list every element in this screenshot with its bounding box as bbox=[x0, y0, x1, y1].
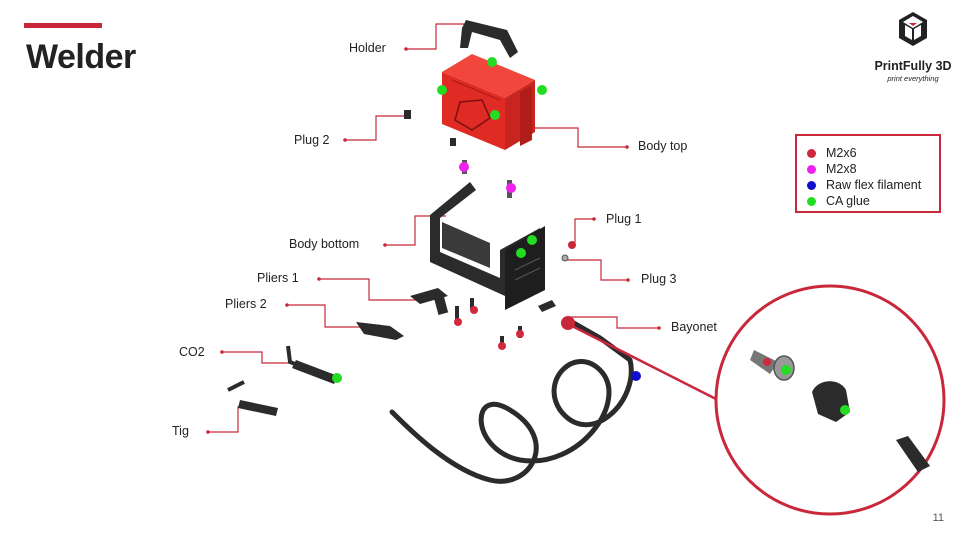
label-body-bottom: Body bottom bbox=[289, 237, 360, 251]
label-tig: Tig bbox=[172, 424, 189, 438]
label-plug-3: Plug 3 bbox=[641, 272, 677, 286]
leader-lines bbox=[208, 23, 659, 433]
pliers-1-part bbox=[410, 288, 449, 315]
ca-glue-markers bbox=[332, 57, 850, 415]
legend-label: CA glue bbox=[826, 194, 870, 208]
legend-swatch bbox=[807, 148, 816, 158]
plug-2-part bbox=[404, 110, 411, 119]
tig-part bbox=[227, 380, 278, 416]
title-accent-bar bbox=[24, 23, 102, 28]
m2x6-markers bbox=[454, 306, 771, 366]
plug-3-part bbox=[561, 254, 569, 262]
page-number: 11 bbox=[932, 512, 944, 524]
slide-title: Welder bbox=[26, 38, 136, 76]
zoom-connector bbox=[571, 324, 719, 402]
label-pliers-1: Pliers 1 bbox=[257, 271, 299, 285]
brand-name: PrintFully 3D bbox=[874, 59, 952, 73]
label-plug-1: Plug 1 bbox=[606, 212, 642, 226]
legend-swatch bbox=[807, 164, 816, 174]
body-bottom-part bbox=[430, 182, 545, 310]
leader-dots bbox=[206, 47, 661, 434]
pliers-2-part bbox=[356, 322, 404, 340]
cable-part bbox=[389, 319, 634, 484]
co2-part bbox=[286, 345, 338, 384]
legend-label: M2x6 bbox=[826, 146, 857, 160]
legend-swatch bbox=[807, 180, 816, 190]
label-body-top: Body top bbox=[638, 139, 688, 153]
label-bayonet: Bayonet bbox=[671, 320, 717, 334]
label-holder: Holder bbox=[349, 41, 386, 55]
legend-label: Raw flex filament bbox=[826, 178, 922, 192]
legend-item: M2x6 bbox=[807, 145, 939, 161]
label-pliers-2: Pliers 2 bbox=[225, 297, 267, 311]
brand-tagline: print everything bbox=[887, 74, 939, 83]
zoom-detail bbox=[714, 284, 946, 516]
flex-filament-marker bbox=[631, 371, 641, 381]
legend: M2x6 M2x8 Raw flex filament CA glue bbox=[795, 134, 941, 213]
m2x8-markers bbox=[459, 162, 516, 193]
legend-item: Raw flex filament bbox=[807, 177, 939, 193]
legend-label: M2x8 bbox=[826, 162, 857, 176]
cube-logo-icon bbox=[899, 12, 927, 46]
label-co2: CO2 bbox=[179, 345, 205, 359]
label-plug-2: Plug 2 bbox=[294, 133, 330, 147]
small-pin-part bbox=[450, 138, 456, 146]
legend-item: M2x8 bbox=[807, 161, 939, 177]
body-top-part bbox=[442, 54, 535, 150]
legend-item: CA glue bbox=[807, 193, 939, 209]
holder-part bbox=[460, 20, 518, 58]
brand-logo: PrintFully 3D print everything bbox=[866, 10, 960, 83]
legend-swatch bbox=[807, 196, 816, 206]
plug-1-part bbox=[568, 241, 576, 249]
bayonet-part bbox=[561, 316, 575, 330]
